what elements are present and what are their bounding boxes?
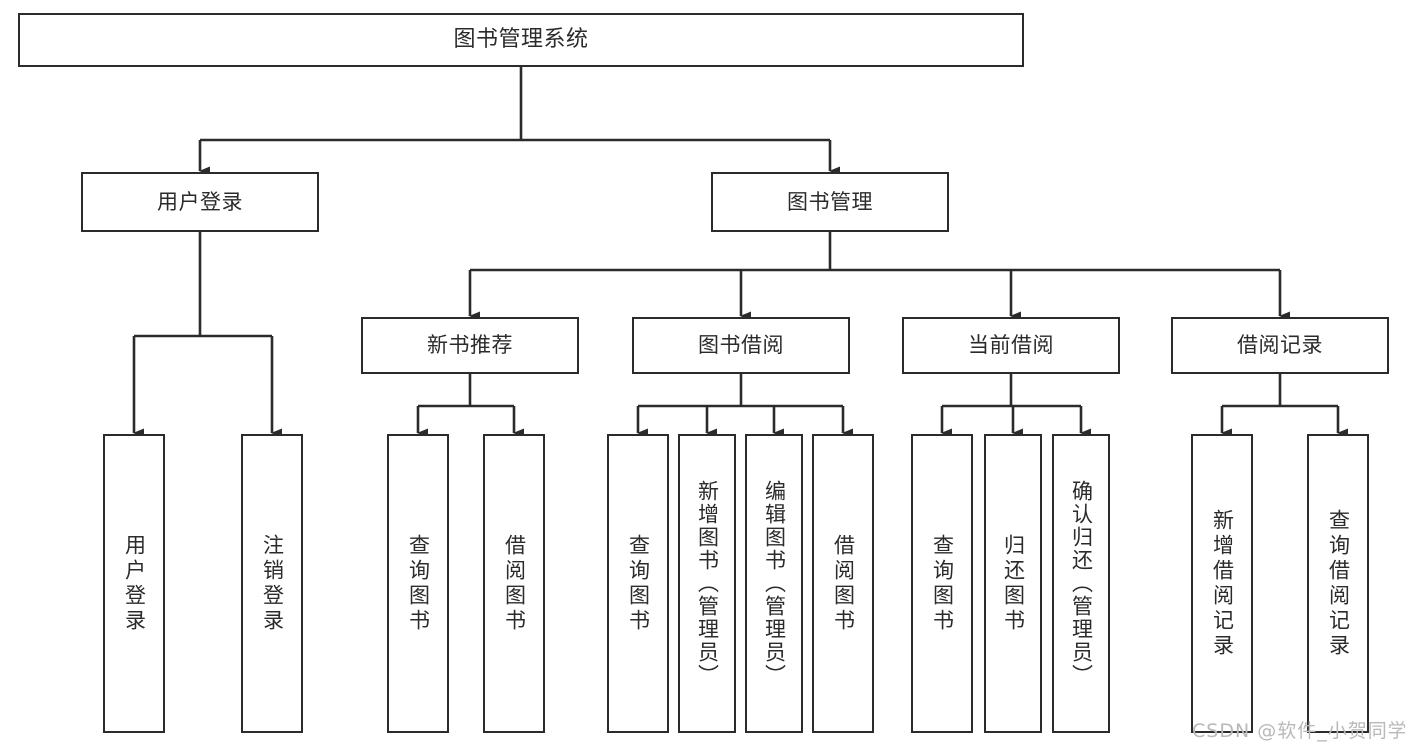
node-label: 归还图书 [1001,533,1026,634]
node-label: 图书借阅 [698,333,784,358]
node-label: 新增图书（管理员） [695,480,720,687]
node-label: 用户登录 [122,533,147,634]
node-label: 查询图书 [930,533,955,634]
node-leaf-confirm-return-admin[interactable]: 确认归还（管理员） [1052,434,1110,733]
node-leaf-query-book-2[interactable]: 查询图书 [607,434,669,733]
edges-group [132,67,1348,438]
node-leaf-return-book[interactable]: 归还图书 [984,434,1042,733]
node-label: 图书管理系统 [453,27,589,53]
node-current-borrowing[interactable]: 当前借阅 [902,317,1120,374]
node-label: 当前借阅 [968,333,1054,358]
node-borrowing-records[interactable]: 借阅记录 [1171,317,1389,374]
node-leaf-edit-book-admin[interactable]: 编辑图书（管理员） [745,434,803,733]
csdn-watermark: CSDN @软件_小贺同学 [1192,720,1405,742]
node-label: 编辑图书（管理员） [762,480,787,687]
node-user-login[interactable]: 用户登录 [81,172,319,232]
node-label: 查询图书 [406,533,431,634]
node-label: 图书管理 [787,189,873,214]
node-book-borrowing[interactable]: 图书借阅 [632,317,850,374]
node-leaf-query-book-1[interactable]: 查询图书 [387,434,449,733]
node-label: 确认归还（管理员） [1069,480,1094,687]
node-leaf-add-book-admin[interactable]: 新增图书（管理员） [678,434,736,733]
node-leaf-borrow-book-2[interactable]: 借阅图书 [812,434,874,733]
node-label: 查询图书 [626,533,651,634]
node-book-management[interactable]: 图书管理 [711,172,949,232]
node-leaf-add-borrow-record[interactable]: 新增借阅记录 [1191,434,1253,733]
node-leaf-query-borrow-record[interactable]: 查询借阅记录 [1307,434,1369,733]
node-root-system[interactable]: 图书管理系统 [18,13,1024,67]
node-label: 借阅图书 [502,533,527,634]
node-leaf-user-login[interactable]: 用户登录 [103,434,165,733]
node-leaf-borrow-book-1[interactable]: 借阅图书 [483,434,545,733]
node-label: 借阅记录 [1237,333,1323,358]
node-leaf-query-book-3[interactable]: 查询图书 [911,434,973,733]
node-label: 注销登录 [260,533,285,634]
node-label: 用户登录 [157,189,243,214]
node-label: 新书推荐 [427,333,513,358]
node-label: 查询借阅记录 [1326,508,1351,659]
node-leaf-logout[interactable]: 注销登录 [241,434,303,733]
node-new-book-recommendation[interactable]: 新书推荐 [361,317,579,374]
node-label: 新增借阅记录 [1210,508,1235,659]
node-label: 借阅图书 [831,533,856,634]
